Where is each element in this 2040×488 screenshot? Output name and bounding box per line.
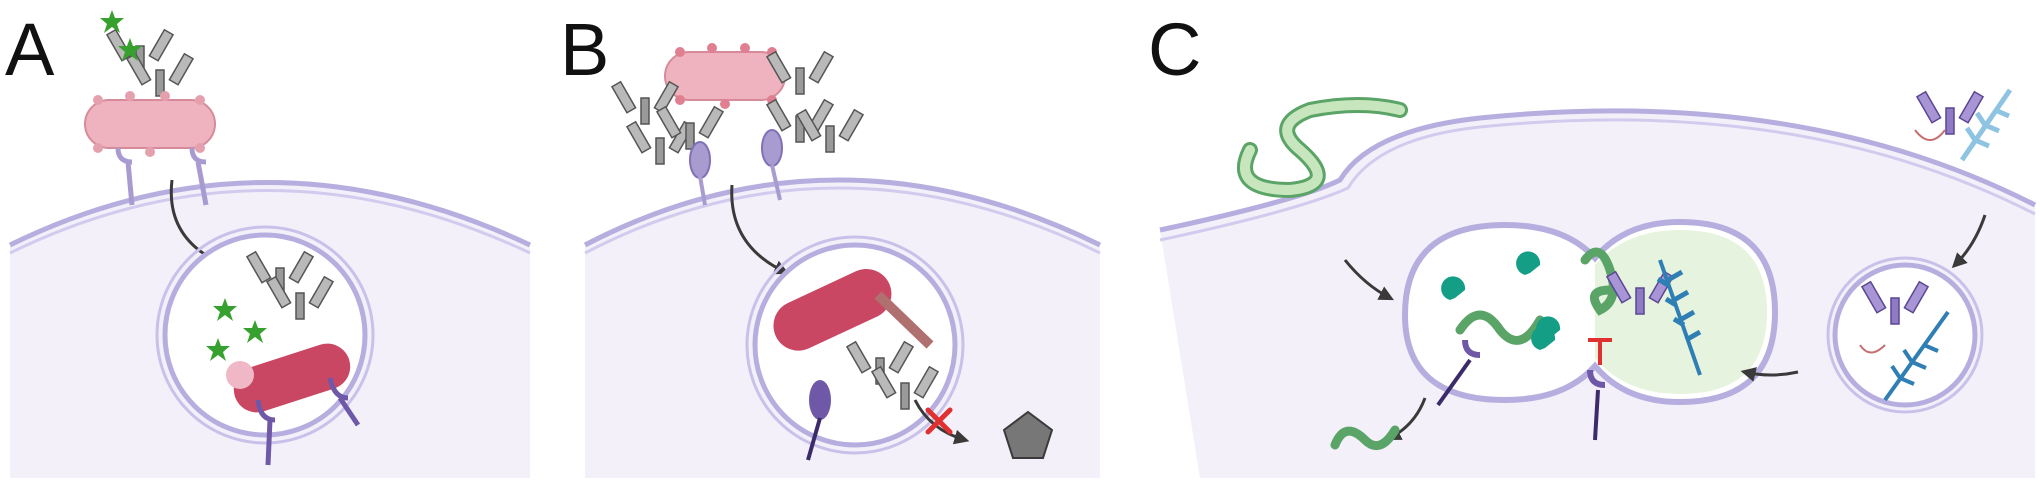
arrow-c-uptake <box>1951 214 1987 269</box>
phagosome-a <box>155 225 375 466</box>
bacterium-icon <box>664 43 786 109</box>
arrow-b <box>730 184 790 275</box>
antibody-complex-a <box>100 10 194 97</box>
virus-icon <box>1237 97 1408 199</box>
antigen-icon <box>1656 259 1702 376</box>
pentagon-icon <box>1002 410 1054 459</box>
virus-icon <box>1330 425 1400 451</box>
panel-b: B <box>560 8 1102 478</box>
block-x-icon <box>925 407 953 435</box>
fc-receptor-icon <box>115 147 209 206</box>
panel-a: A <box>5 8 532 478</box>
panel-label-b: B <box>560 8 609 91</box>
inhibition-icon <box>1588 338 1612 365</box>
cell-membrane-a <box>8 180 532 248</box>
bacterium-icon <box>84 91 216 157</box>
vesicle-c <box>1826 256 1984 414</box>
endosome-c <box>1401 218 1779 441</box>
cell-membrane-b <box>583 177 1102 248</box>
panel-label-c: C <box>1148 8 1201 91</box>
arrow-c-entry <box>1343 259 1394 301</box>
antibody-antigen-outside <box>1914 88 2013 162</box>
fc-receptor-icon <box>689 129 783 206</box>
panel-c: C <box>1148 8 2037 478</box>
mucin-icon <box>1441 251 1561 350</box>
panel-label-a: A <box>5 8 55 91</box>
arrow-c-fusion <box>1740 367 1799 382</box>
phagosome-b <box>745 235 965 461</box>
